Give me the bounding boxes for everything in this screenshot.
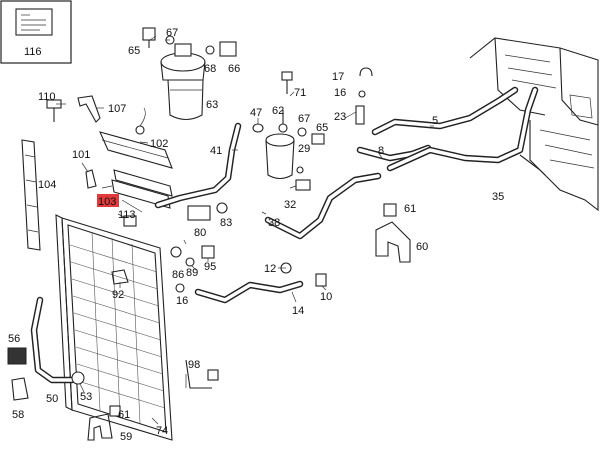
part-label-89: 89 bbox=[186, 267, 198, 279]
part-label-67: 67 bbox=[166, 27, 178, 39]
condenser bbox=[55, 214, 173, 441]
part-label-63: 63 bbox=[206, 99, 218, 111]
part-label-8: 8 bbox=[378, 145, 384, 157]
part-label-50: 50 bbox=[46, 393, 58, 405]
part-label-38: 38 bbox=[268, 217, 280, 229]
part-label-71: 71 bbox=[294, 87, 306, 99]
part-label-68: 68 bbox=[204, 63, 216, 75]
part-label-65: 65 bbox=[128, 45, 140, 57]
part-label-103: 103 bbox=[98, 196, 116, 208]
fittings bbox=[111, 202, 411, 293]
part-label-14: 14 bbox=[292, 305, 304, 317]
part-label-102: 102 bbox=[150, 138, 168, 150]
part-label-98: 98 bbox=[188, 359, 200, 371]
part-label-58: 58 bbox=[12, 409, 24, 421]
accumulator bbox=[252, 71, 325, 191]
part-label-101: 101 bbox=[72, 149, 90, 161]
part-label-16: 16 bbox=[334, 87, 346, 99]
part-label-65b: 65 bbox=[316, 122, 328, 134]
part-label-53: 53 bbox=[80, 391, 92, 403]
part-label-12: 12 bbox=[264, 263, 276, 275]
part-label-67b: 67 bbox=[298, 113, 310, 125]
part-label-83: 83 bbox=[220, 217, 232, 229]
part-label-10: 10 bbox=[320, 291, 332, 303]
part-label-110: 110 bbox=[38, 91, 56, 103]
receiver-drier bbox=[142, 27, 237, 121]
part-label-35: 35 bbox=[492, 191, 504, 203]
part-label-17: 17 bbox=[332, 71, 344, 83]
part-label-62: 62 bbox=[272, 105, 284, 117]
part-label-59: 59 bbox=[120, 431, 132, 443]
part-label-66: 66 bbox=[228, 63, 240, 75]
part-label-47: 47 bbox=[250, 107, 262, 119]
upper-left-parts bbox=[46, 95, 173, 227]
part-label-95: 95 bbox=[204, 261, 216, 273]
part-label-61b: 61 bbox=[118, 409, 130, 421]
part-label-104: 104 bbox=[38, 179, 56, 191]
part-label-5: 5 bbox=[432, 115, 438, 127]
part-label-74: 74 bbox=[156, 425, 168, 437]
part-label-113: 113 bbox=[118, 209, 136, 221]
part-label-107: 107 bbox=[108, 103, 126, 115]
legend-box bbox=[0, 0, 72, 64]
part-label-23: 23 bbox=[334, 111, 346, 123]
part-label-32: 32 bbox=[284, 199, 296, 211]
valve-parts bbox=[355, 67, 373, 125]
part-label-16b: 16 bbox=[176, 295, 188, 307]
part-label-80: 80 bbox=[194, 227, 206, 239]
part-label-86: 86 bbox=[172, 269, 184, 281]
part-label-61: 61 bbox=[404, 203, 416, 215]
part-labels: 116 67 65 68 66 63 110 107 102 101 104 1… bbox=[8, 27, 504, 443]
engine-outline bbox=[469, 37, 599, 212]
part-label-60: 60 bbox=[416, 241, 428, 253]
highlight-box bbox=[97, 194, 119, 207]
part-label-29: 29 bbox=[298, 143, 310, 155]
part-label-116: 116 bbox=[24, 46, 42, 58]
document-icon bbox=[15, 8, 53, 36]
refrigerant-pipes bbox=[30, 86, 539, 384]
part-label-56: 56 bbox=[8, 333, 20, 345]
lower-parts bbox=[7, 347, 219, 441]
leader-lines bbox=[56, 35, 434, 425]
side-bracket bbox=[21, 139, 41, 251]
part-label-92: 92 bbox=[112, 289, 124, 301]
part-label-41: 41 bbox=[210, 145, 222, 157]
